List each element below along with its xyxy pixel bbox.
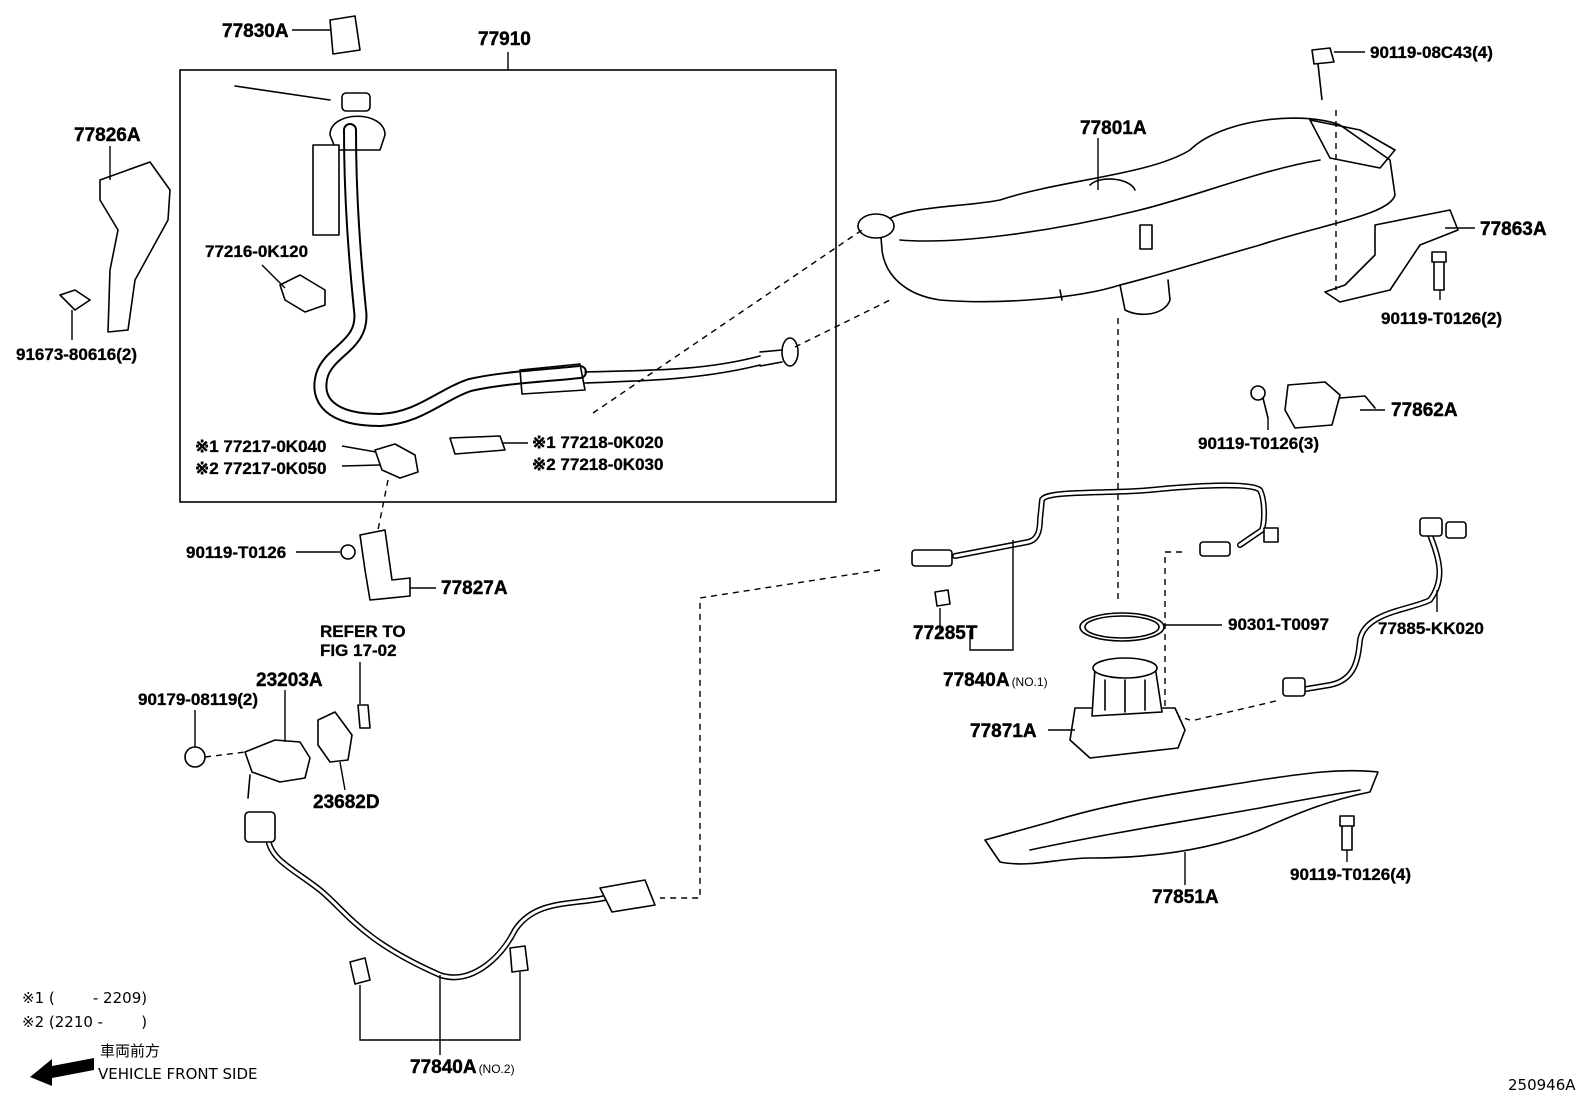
- fuel-tank-77801A[interactable]: [857, 117, 1396, 316]
- fuel-cap-77830A[interactable]: [329, 15, 361, 55]
- gasket-23682D[interactable]: [317, 711, 353, 763]
- clamp-77216[interactable]: [279, 274, 326, 313]
- bolt-91673[interactable]: [59, 289, 91, 311]
- label-77910: 77910: [478, 29, 531, 50]
- bracket-77827A[interactable]: [359, 529, 411, 601]
- label-77217-0K050: ※2 77217-0K050: [195, 459, 326, 478]
- label-90119-T0126: 90119-T0126: [186, 543, 286, 562]
- stud-refer[interactable]: [357, 704, 371, 729]
- label-91673-80616: 91673-80616(2): [16, 345, 137, 364]
- fuel-pump-77871A[interactable]: [1069, 657, 1186, 759]
- bolt-90179[interactable]: [184, 746, 206, 768]
- label-77871A: 77871A: [970, 721, 1037, 742]
- bracket-77217[interactable]: [374, 443, 419, 479]
- protector-77851A[interactable]: [984, 769, 1379, 865]
- label-77826A: 77826A: [74, 125, 141, 146]
- label-77801A: 77801A: [1080, 118, 1147, 139]
- front-label-jp: 車両前方: [100, 1042, 160, 1060]
- label-77216-0K120: 77216-0K120: [205, 242, 308, 261]
- note-2: ※2 (2210 - ): [22, 1013, 147, 1031]
- label-77217-0K040: ※1 77217-0K040: [195, 437, 326, 456]
- label-77840A-no2: 77840A(NO.2): [410, 1057, 515, 1078]
- bolt-90119-T0126-4[interactable]: [1339, 815, 1355, 851]
- label-77863A: 77863A: [1480, 219, 1547, 240]
- label-90179-08119: 90179-08119(2): [138, 690, 258, 709]
- diagram-code: 250946A: [1508, 1076, 1576, 1094]
- bolt-90119-08C43[interactable]: [1311, 47, 1335, 101]
- bracket-77826A[interactable]: [99, 161, 171, 333]
- bolt-90119-T0126-3[interactable]: [1250, 385, 1266, 401]
- label-90119-T0126-2: 90119-T0126(2): [1381, 309, 1502, 328]
- wire-harness-77885[interactable]: [1282, 517, 1467, 697]
- front-label-en: VEHICLE FRONT SIDE: [98, 1065, 258, 1083]
- label-refer-to: REFER TO: [320, 622, 406, 641]
- label-90301-T0097: 90301-T0097: [1228, 615, 1329, 634]
- label-23203A: 23203A: [256, 670, 323, 691]
- leader-lines: [71, 29, 1475, 1055]
- clip-77285T[interactable]: [934, 589, 951, 607]
- sensor-23203A[interactable]: [244, 739, 311, 783]
- wire-harness-77840A-no1[interactable]: [911, 482, 1279, 567]
- bolt-90119-T0126-2[interactable]: [1431, 251, 1447, 291]
- label-77830A: 77830A: [222, 21, 289, 42]
- label-fig-17-02: FIG 17-02: [320, 641, 397, 660]
- label-77218-0K030: ※2 77218-0K030: [532, 455, 663, 474]
- label-77840A-no1: 77840A(NO.1): [943, 670, 1048, 691]
- clip-77218[interactable]: [449, 435, 506, 455]
- label-23682D: 23682D: [313, 792, 380, 813]
- label-77218-0K020: ※1 77218-0K020: [532, 433, 663, 452]
- label-90119-T0126-4: 90119-T0126(4): [1290, 865, 1411, 884]
- fuel-filler-pipe[interactable]: [234, 85, 799, 427]
- note-1: ※1 ( - 2209): [22, 989, 147, 1007]
- bracket-77863A[interactable]: [1324, 209, 1459, 303]
- label-77862A: 77862A: [1391, 400, 1458, 421]
- label-77851A: 77851A: [1152, 887, 1219, 908]
- label-90119-T0126-3: 90119-T0126(3): [1198, 434, 1319, 453]
- wire-harness-77840A-no2[interactable]: [244, 811, 656, 985]
- o-ring-90301[interactable]: [1079, 612, 1165, 642]
- sensor-77862A[interactable]: [1284, 381, 1341, 429]
- label-77885-KK020: 77885-KK020: [1378, 619, 1484, 638]
- label-77285T: 77285T: [913, 623, 978, 644]
- label-77827A: 77827A: [441, 578, 508, 599]
- label-90119-08C43: 90119-08C43(4): [1370, 43, 1493, 62]
- bolt-90119-T0126-a[interactable]: [340, 544, 356, 560]
- arrow-left-icon: [30, 1058, 94, 1086]
